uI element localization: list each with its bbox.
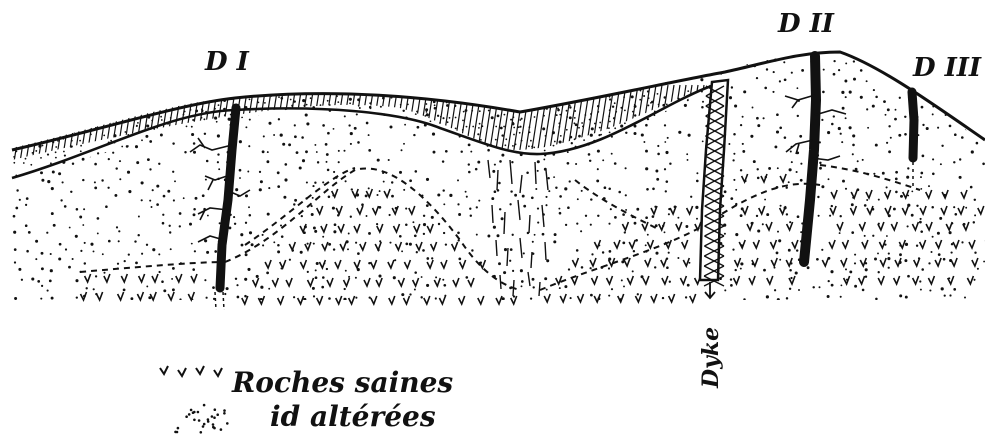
central-fracture-marks: [488, 160, 548, 296]
surface-hatching: [0, 85, 752, 175]
drillhole-d2: [785, 56, 846, 262]
legend-symbol-weathered-rock: [174, 404, 228, 434]
drillhole-d3: [912, 92, 914, 190]
legend: Roches saines id altérées: [160, 366, 453, 434]
legend-label-sound-rock: Roches saines: [231, 366, 453, 399]
label-dyke: Dyke: [698, 327, 724, 389]
label-d1: D I: [204, 47, 250, 77]
dyke: [700, 80, 728, 298]
legend-symbol-sound-rock: [160, 366, 222, 376]
drillhole-d1: [190, 108, 250, 310]
label-d2: D II: [777, 9, 835, 39]
legend-label-weathered-rock: id altérées: [270, 400, 436, 433]
label-d3: D III: [912, 53, 982, 83]
topsoil-dots: [13, 89, 731, 185]
